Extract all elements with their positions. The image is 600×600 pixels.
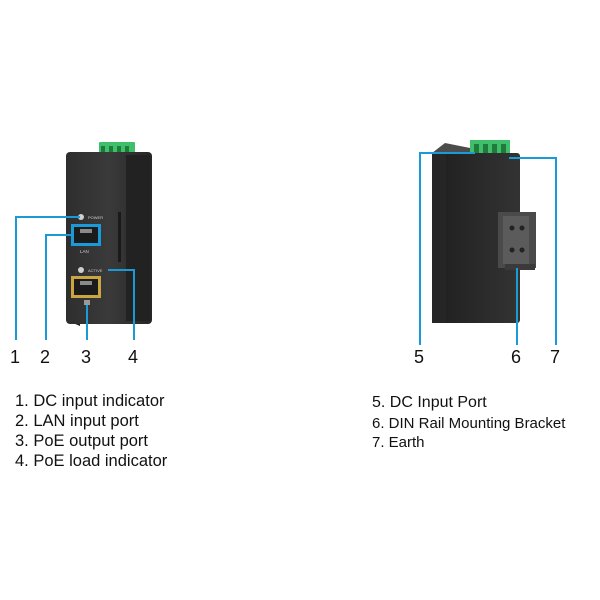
side-view-device bbox=[432, 140, 536, 323]
legend-item: 7. Earth bbox=[372, 434, 425, 451]
poe-led bbox=[78, 267, 84, 273]
leader-line-1 bbox=[15, 216, 80, 340]
legend-item: 3. PoE output port bbox=[15, 432, 149, 450]
side-leader-lines bbox=[419, 152, 557, 345]
leader-line-5 bbox=[419, 152, 475, 345]
poe-led-label: ACTIVE bbox=[88, 268, 103, 273]
callout-number: 1 bbox=[10, 347, 21, 367]
legend-item: 2. LAN input port bbox=[15, 412, 139, 430]
power-led-label: POWER bbox=[88, 215, 103, 220]
legend-side-view: 5. DC Input Port 6. DIN Rail Mounting Br… bbox=[372, 394, 592, 464]
front-view-device bbox=[66, 142, 152, 326]
lan-port-label: LAN bbox=[80, 249, 89, 254]
callout-number: 6 bbox=[511, 347, 522, 367]
callout-number: 3 bbox=[81, 347, 92, 367]
leader-line-7 bbox=[509, 157, 557, 345]
callout-number: 5 bbox=[414, 347, 425, 367]
callout-number: 2 bbox=[40, 347, 51, 367]
legend-item: 1. DC input indicator bbox=[15, 392, 165, 410]
legend-item: 4. PoE load indicator bbox=[15, 452, 168, 470]
callout-number: 4 bbox=[128, 347, 139, 367]
legend-item: 5. DC Input Port bbox=[372, 394, 487, 411]
side-housing bbox=[432, 153, 520, 323]
legend-front-view: 1. DC input indicator 2. LAN input port … bbox=[15, 392, 255, 482]
power-led bbox=[78, 214, 84, 220]
leader-line-2 bbox=[45, 234, 71, 340]
front-leader-lines bbox=[15, 216, 135, 340]
legend-item: 6. DIN Rail Mounting Bracket bbox=[372, 415, 566, 432]
callout-number: 7 bbox=[550, 347, 561, 367]
leader-line-4 bbox=[108, 269, 135, 340]
